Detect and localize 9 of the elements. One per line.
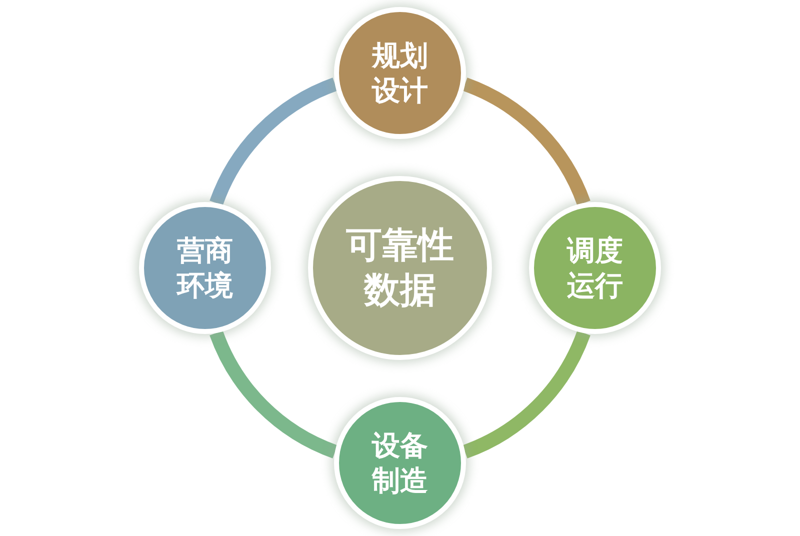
node-label: 规划设计 [370,38,429,108]
ring-arc [462,78,590,206]
ring-arc [210,330,338,458]
ring-arc [462,330,590,458]
node-label: 设备制造 [370,428,429,498]
node-label: 营商环境 [175,233,234,303]
node-label: 调度运行 [566,233,624,303]
node-label: 可靠性数据 [345,224,455,313]
ring-arc [210,78,338,206]
